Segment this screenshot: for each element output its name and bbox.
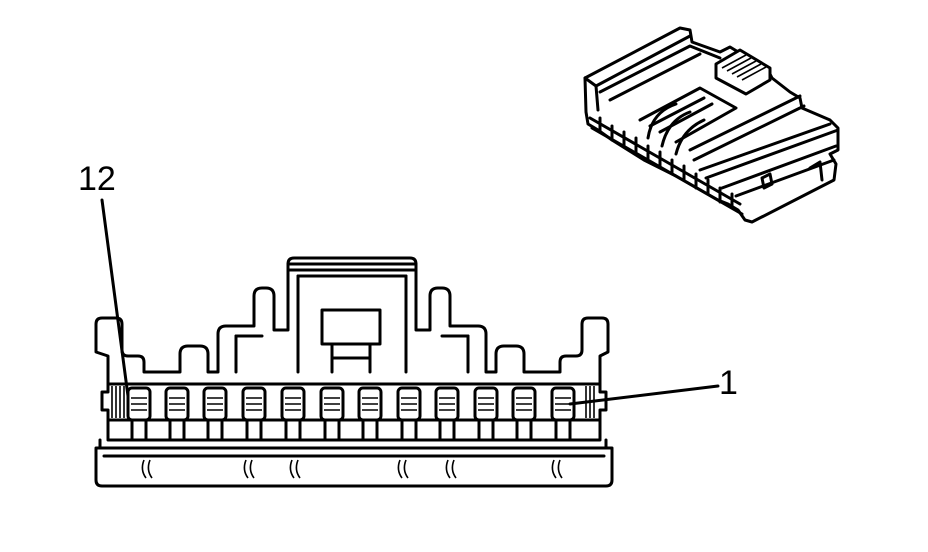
- callout-label-pin-12: 12: [78, 160, 116, 198]
- pin-cavity: [550, 386, 576, 442]
- leader-line-pin-12: [100, 198, 130, 398]
- pin-cavity: [434, 386, 460, 442]
- pin-cavity: [280, 386, 306, 442]
- pin-cavity: [241, 386, 267, 442]
- pin-cavity: [511, 386, 537, 442]
- pin-cavity: [126, 386, 152, 442]
- pin-cavity: [396, 386, 422, 442]
- pin-cavity: [473, 386, 499, 442]
- pin-cavity: [357, 386, 383, 442]
- callout-label-pin-1: 1: [719, 364, 738, 402]
- base-slot-marks: [141, 459, 563, 479]
- pin-cavities: [126, 386, 576, 442]
- isometric-connector-view: [583, 26, 840, 224]
- isometric-pin-cavities: [598, 116, 734, 210]
- callout-leaders: [100, 198, 720, 406]
- front-view-connector: [94, 256, 614, 488]
- pin-cavity: [164, 386, 190, 442]
- leader-line-pin-1: [568, 384, 720, 406]
- pin-cavity: [319, 386, 345, 442]
- pin-cavity: [202, 386, 228, 442]
